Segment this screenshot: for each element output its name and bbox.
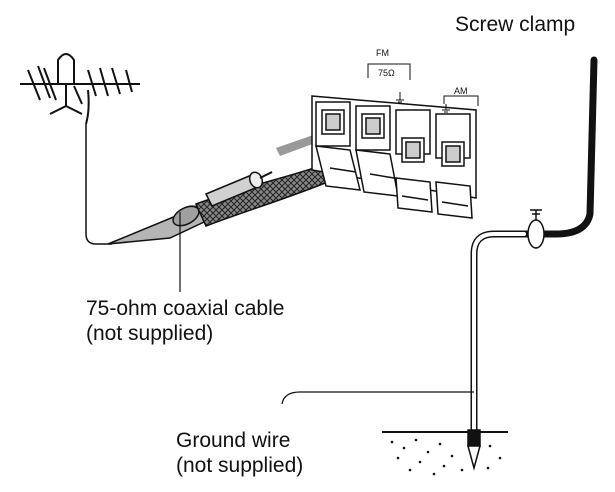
- outdoor-antenna: [20, 53, 140, 125]
- coax-cable-label-line1: 75-ohm coaxial cable: [86, 297, 285, 320]
- ground-rod: [382, 429, 508, 476]
- ground-wire-label-line1: Ground wire: [176, 429, 291, 452]
- am-bracket: [442, 95, 479, 113]
- ground-leader-line: [281, 391, 474, 405]
- fm-terminal-label: FM: [376, 48, 389, 58]
- fm-impedance-label: 75Ω: [378, 68, 395, 78]
- screw-clamp: [527, 209, 545, 249]
- ground-wire: [470, 56, 598, 452]
- ground-wire-label-line2: (not supplied): [176, 454, 304, 477]
- antenna-lead-wire: [85, 124, 112, 245]
- antenna-terminal-block: [311, 95, 477, 219]
- am-terminal-label: AM: [454, 86, 468, 96]
- screw-clamp-label: Screw clamp: [455, 13, 576, 36]
- fm-bracket: [367, 63, 411, 103]
- coax-cable-label-line2: (not supplied): [86, 322, 214, 345]
